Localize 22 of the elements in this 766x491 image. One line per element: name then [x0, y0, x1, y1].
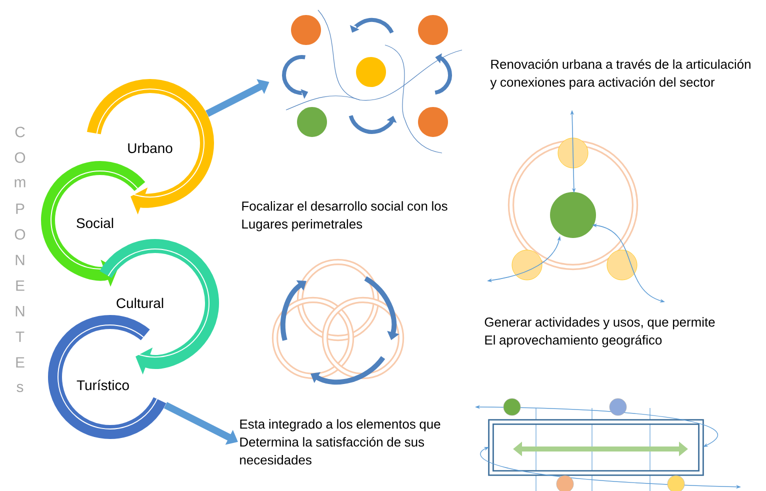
- node-label: Social: [76, 218, 114, 228]
- vertical-letter: m: [14, 179, 26, 188]
- vertical-letter: P: [16, 204, 24, 214]
- vertical-letter: T: [16, 332, 24, 342]
- vertical-letter: E: [16, 280, 24, 291]
- description-text: Renovación urbana a través de la articulación y conexiones para activación del sector: [490, 59, 750, 90]
- vertical-letter: N: [16, 306, 24, 316]
- description-text: Generar actividades y usos, que permite El aprovechamiento geográfico: [484, 317, 715, 348]
- vertical-letter: O: [14, 152, 26, 163]
- node-label: Urbano: [128, 142, 172, 154]
- description-text: Esta integrado a los elementos que Determina la satisfacción de sus necesidades: [240, 419, 440, 465]
- ring-band: Urbano: [87, 79, 214, 214]
- vertical-letter: C: [15, 126, 25, 138]
- cluster-drawing: [282, 10, 462, 154]
- vertical-letter: E: [16, 357, 24, 368]
- node-label: Cultural: [116, 298, 164, 308]
- vertical-letter: s: [16, 384, 24, 392]
- ring-band: Cultural: [100, 239, 219, 374]
- vertical-letter: O: [14, 229, 26, 240]
- vertical-letter: N: [16, 254, 24, 266]
- ring-band: Turístico: [48, 315, 166, 439]
- description-text: Focalizar el desarrollo social con los Lugares perimetrales: [242, 201, 448, 232]
